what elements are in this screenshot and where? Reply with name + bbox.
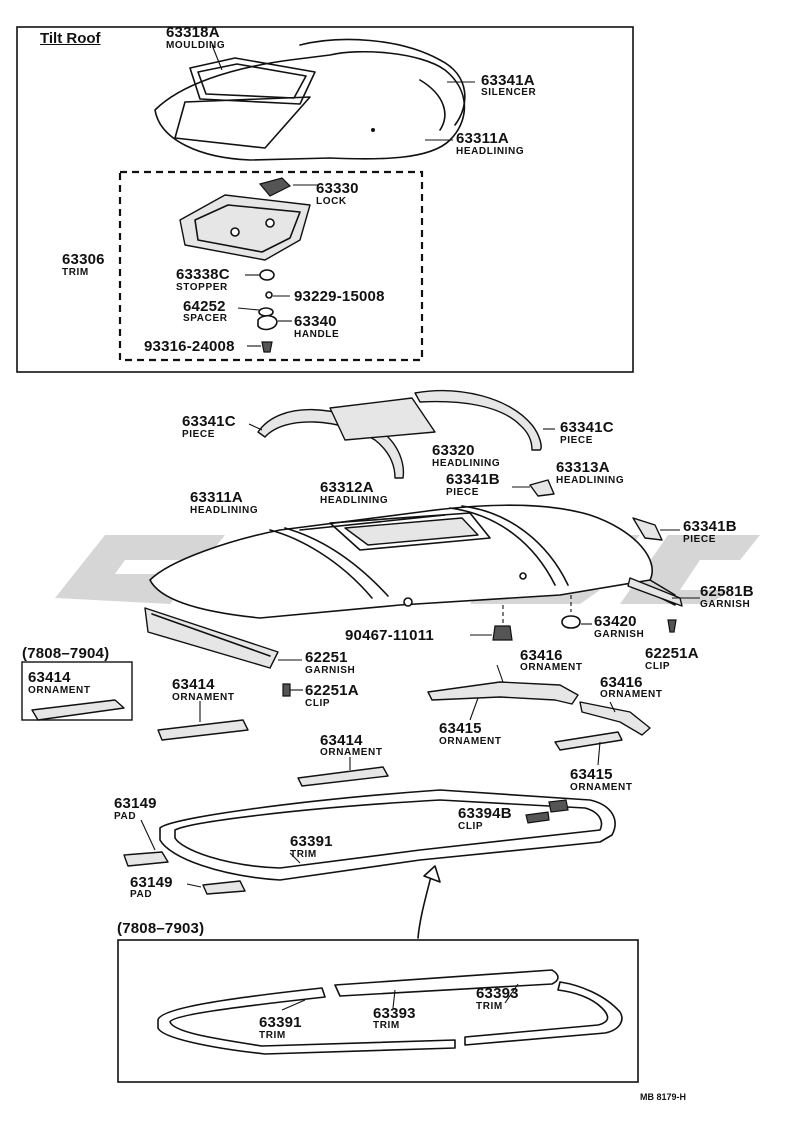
part-number-63149-a: 63149 — [114, 795, 157, 812]
part-name-pad-b: PAD — [130, 889, 153, 900]
part-name-silencer: SILENCER — [481, 87, 537, 98]
part-number-63341c-right: 63341C — [560, 419, 614, 436]
part-name-ornament-63414-c: ORNAMENT — [320, 747, 383, 758]
part-number-62251: 62251 — [305, 649, 348, 666]
part-name-clip-63394b: CLIP — [458, 821, 484, 832]
part-number-63341a: 63341A — [481, 72, 535, 89]
part-number-62251a-left: 62251A — [305, 682, 359, 699]
date-range-ornament: (7808–7904) — [22, 645, 110, 662]
part-number-63393-b: 63393 — [476, 985, 519, 1002]
drawing-code: MB 8179-H — [640, 1092, 687, 1102]
part-name-handle: HANDLE — [294, 329, 340, 340]
part-name-trim-63393-a: TRIM — [373, 1020, 400, 1031]
part-name-piece-left: PIECE — [182, 429, 216, 440]
part-name-clip-left: CLIP — [305, 698, 331, 709]
part-name-headlining-63312a: HEADLINING — [320, 495, 389, 506]
part-name-headlining-top: HEADLINING — [456, 146, 525, 157]
part-number-63306: 63306 — [62, 251, 105, 268]
date-range-trim: (7808–7903) — [117, 920, 205, 937]
part-number-63330: 63330 — [316, 180, 359, 197]
ornament-date-frame — [21, 661, 133, 721]
part-name-garnish-63420: GARNISH — [594, 629, 645, 640]
roof-assembly-shape — [149, 504, 683, 619]
part-number-90467-11011: 90467-11011 — [345, 627, 434, 644]
part-name-lock: LOCK — [316, 196, 347, 207]
upper-pieces-shape — [257, 390, 663, 541]
part-number-63414-c: 63414 — [320, 732, 363, 749]
part-name-piece-63341b-top: PIECE — [446, 487, 480, 498]
part-name-garnish-62251: GARNISH — [305, 665, 356, 676]
part-name-ornament-63415-a: ORNAMENT — [439, 736, 502, 747]
part-number-63341c-left: 63341C — [182, 413, 236, 430]
part-name-stopper: STOPPER — [176, 282, 228, 293]
part-name-ornament-63415-b: ORNAMENT — [570, 782, 633, 793]
part-number-63341b-right: 63341B — [683, 518, 737, 535]
part-name-moulding: MOULDING — [166, 40, 226, 51]
part-name-ornament-63414-a: ORNAMENT — [28, 685, 91, 696]
part-name-trim-63391-a: TRIM — [290, 849, 317, 860]
part-number-63391-b: 63391 — [259, 1014, 302, 1031]
arrow-shape — [417, 871, 433, 939]
part-number-93229-15008: 93229-15008 — [294, 288, 385, 305]
part-name-trim-63391-b: TRIM — [259, 1030, 286, 1041]
part-name-pad-a: PAD — [114, 811, 137, 822]
part-name-piece-right: PIECE — [560, 435, 594, 446]
part-name-piece-63341b-right: PIECE — [683, 534, 717, 545]
part-number-63320: 63320 — [432, 442, 475, 459]
part-number-63416-b: 63416 — [600, 674, 643, 691]
part-number-63416-a: 63416 — [520, 647, 563, 664]
part-name-garnish-62581b: GARNISH — [700, 599, 751, 610]
trim-frame-shape — [159, 789, 616, 881]
part-number-63312a: 63312A — [320, 479, 374, 496]
part-number-63318a: 63318A — [166, 24, 220, 41]
trim-assembly-frame — [118, 170, 424, 362]
part-number-63393-a: 63393 — [373, 1005, 416, 1022]
part-number-63391-a: 63391 — [290, 833, 333, 850]
part-number-62251a-right: 62251A — [645, 645, 699, 662]
part-number-93316-24008: 93316-24008 — [144, 338, 235, 355]
bottom-trim-shape — [157, 969, 623, 1055]
part-name-headlining-63320: HEADLINING — [432, 458, 501, 469]
tilt-roof-frame — [16, 26, 634, 373]
part-number-62581b: 62581B — [700, 583, 754, 600]
part-number-63415-a: 63415 — [439, 720, 482, 737]
part-number-63149-b: 63149 — [130, 874, 173, 891]
part-number-63420: 63420 — [594, 613, 637, 630]
part-name-clip-right: CLIP — [645, 661, 671, 672]
roof-panel-shape — [154, 38, 466, 161]
part-name-ornament-63416-b: ORNAMENT — [600, 689, 663, 700]
part-name-ornament-63414-b: ORNAMENT — [172, 692, 235, 703]
part-name-ornament-63416-a: ORNAMENT — [520, 662, 583, 673]
part-number-64252: 64252 — [183, 298, 226, 315]
section-title: Tilt Roof — [40, 30, 101, 47]
part-number-63311a-top: 63311A — [456, 130, 509, 147]
part-name-trim-63393-b: TRIM — [476, 1001, 503, 1012]
trim-date-frame — [117, 939, 639, 1083]
part-name-headlining-mid: HEADLINING — [190, 505, 259, 516]
part-number-63394b: 63394B — [458, 805, 512, 822]
part-number-63338c: 63338C — [176, 266, 230, 283]
part-name-trim-63306: TRIM — [62, 267, 89, 278]
part-number-63414-a: 63414 — [28, 669, 71, 686]
part-number-63340: 63340 — [294, 313, 337, 330]
part-name-headlining-63313a: HEADLINING — [556, 475, 625, 486]
part-number-63414-b: 63414 — [172, 676, 215, 693]
part-number-63311a-mid: 63311A — [190, 489, 243, 506]
part-number-63415-b: 63415 — [570, 766, 613, 783]
part-number-63341b-top: 63341B — [446, 471, 500, 488]
part-name-spacer: SPACER — [183, 313, 228, 324]
part-number-63313a: 63313A — [556, 459, 610, 476]
trim-panel-shape — [179, 177, 311, 353]
